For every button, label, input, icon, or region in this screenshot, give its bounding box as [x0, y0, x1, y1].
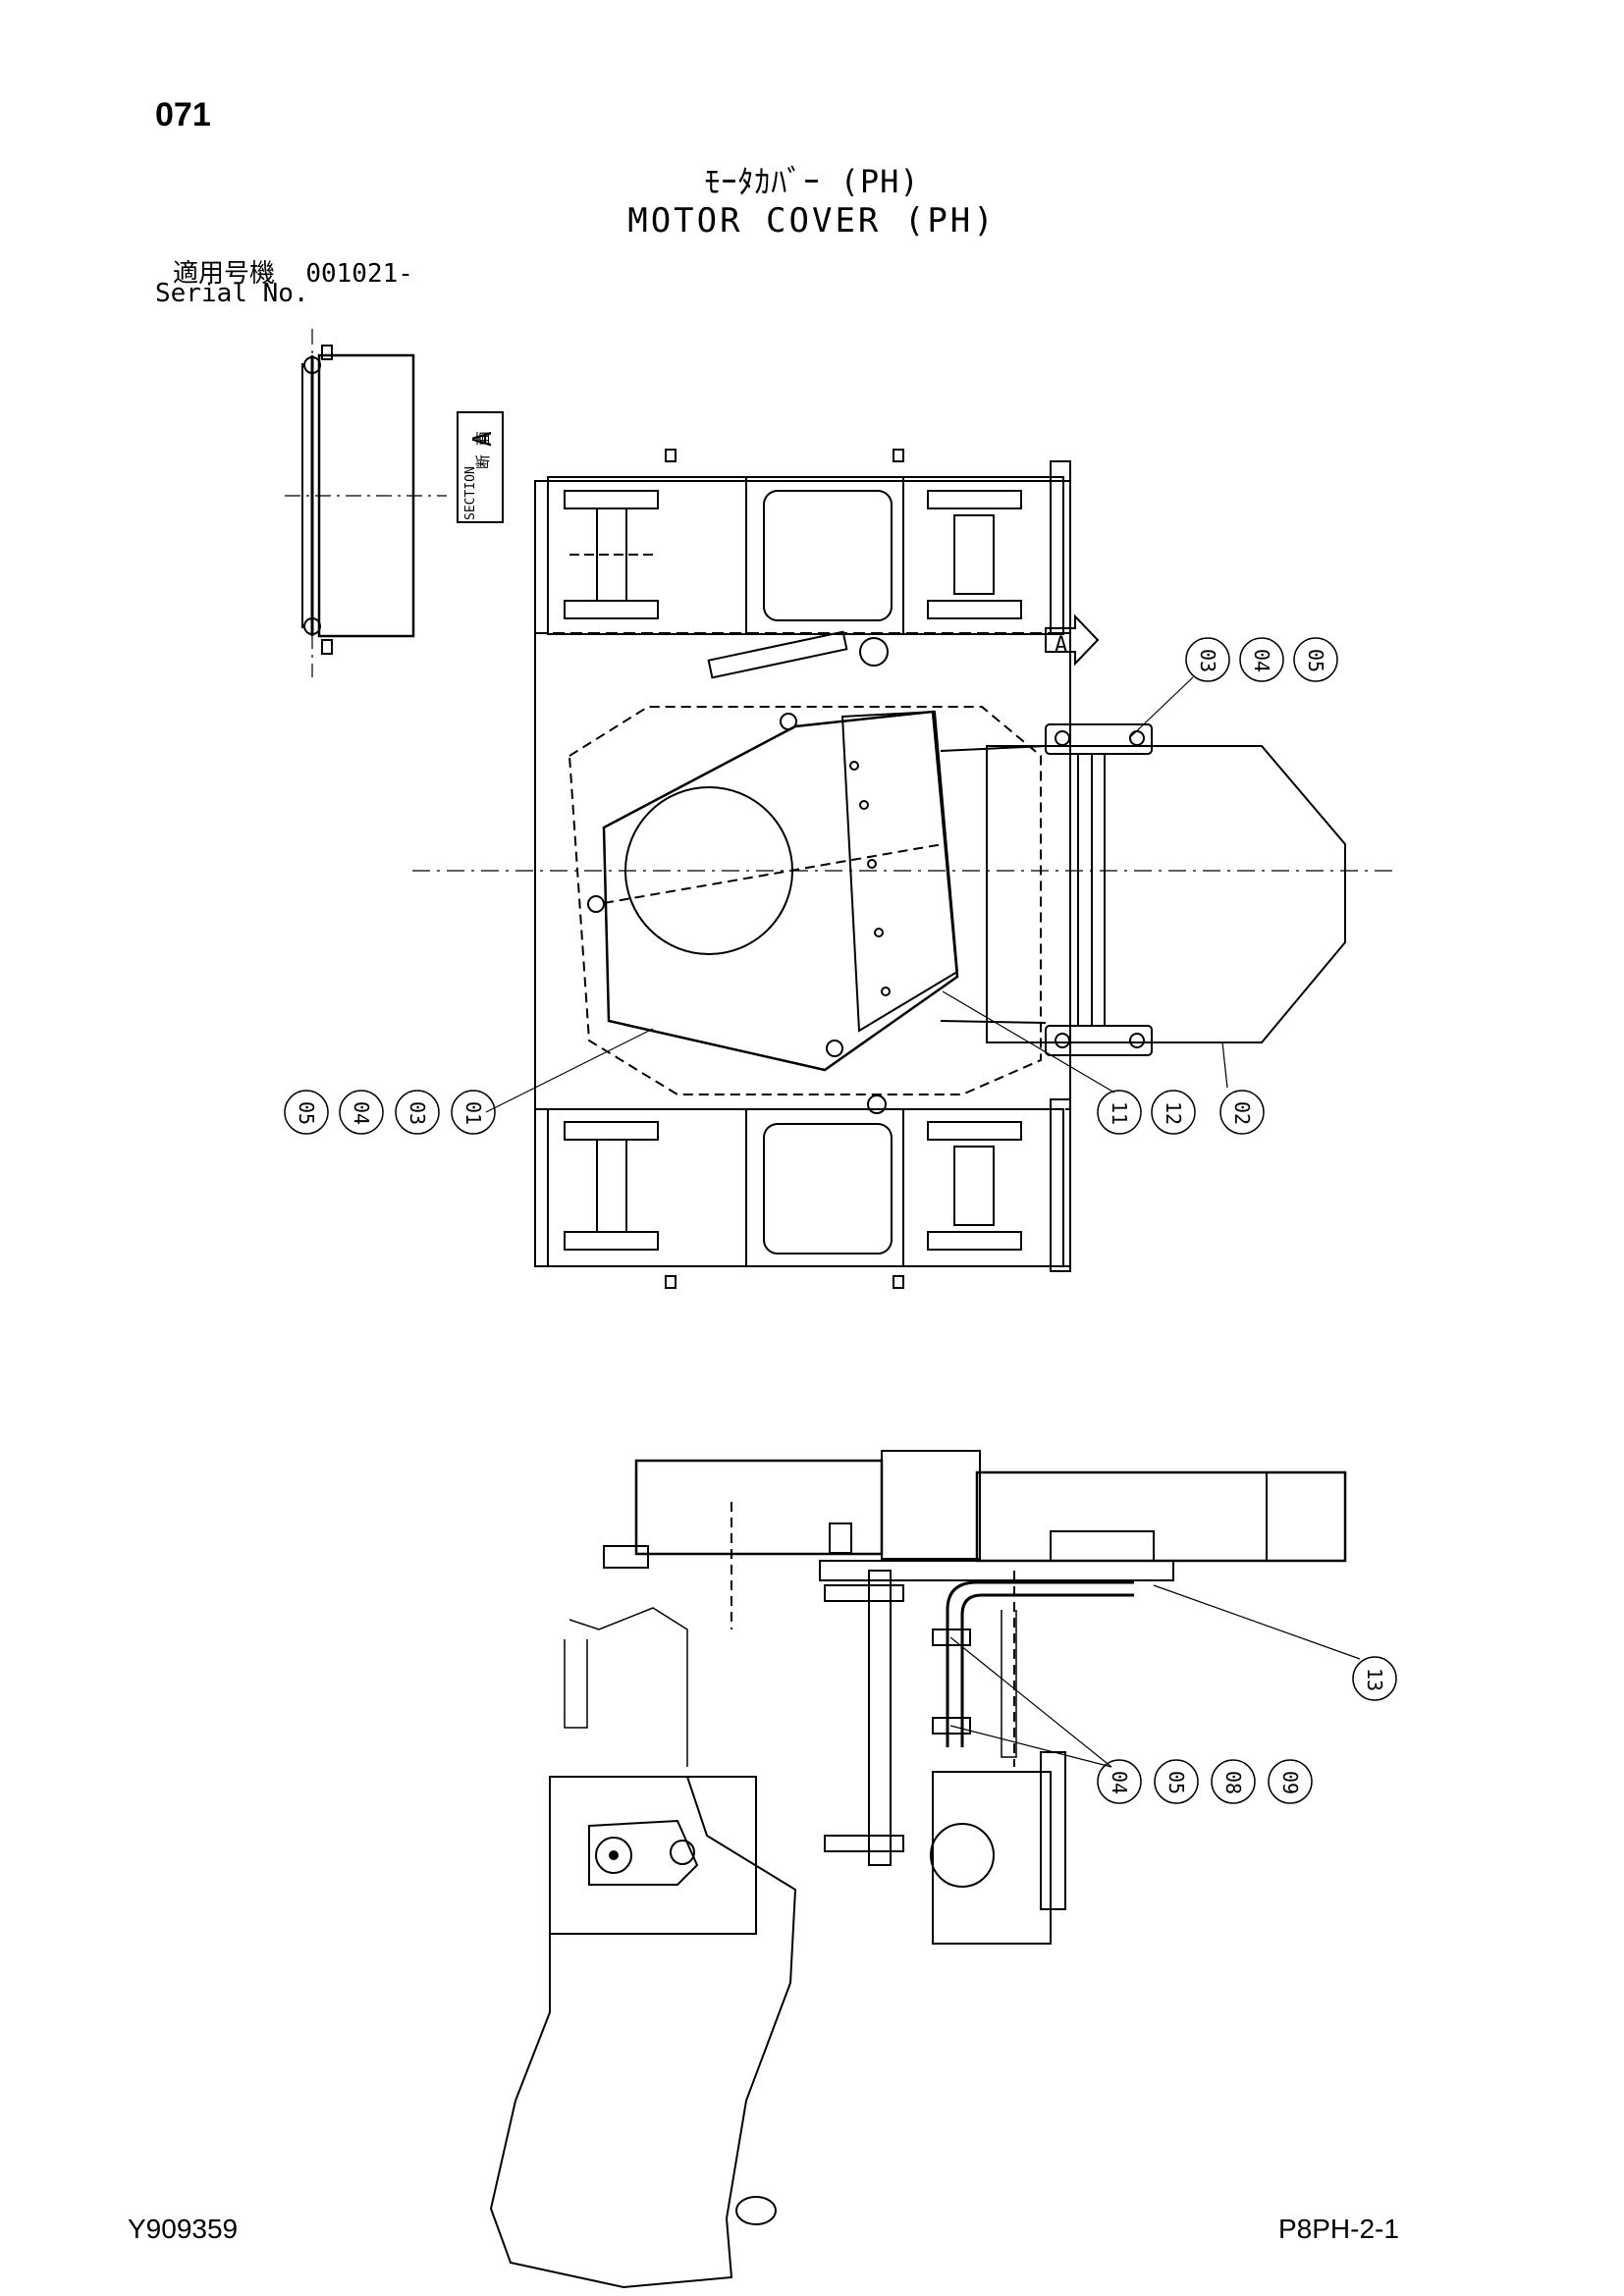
serial-label-jp: 適用号機: [173, 259, 276, 289]
top-view: A: [412, 449, 1394, 1289]
callout-03: 03: [1196, 649, 1219, 672]
title-japanese: ﾓｰﾀｶﾊﾞｰ (PH): [704, 163, 920, 200]
page-number: 071: [155, 96, 211, 133]
section-label-jp: 断 面: [474, 431, 492, 469]
callout-05: 05: [295, 1101, 318, 1125]
callout-08: 08: [1221, 1771, 1245, 1794]
section-label-en: SECTION: [463, 466, 478, 520]
callout-bubbles: 03 04 05 05 04 03 01 11 12 02 13 04 05 0…: [284, 637, 1397, 1804]
callout-04: 04: [1108, 1771, 1131, 1794]
callout-05: 05: [1164, 1771, 1188, 1794]
callout-03: 03: [406, 1101, 429, 1125]
side-view: [489, 1450, 1361, 2289]
section-a-detail: [285, 329, 447, 677]
callout-09: 09: [1278, 1771, 1302, 1794]
page-code: P8PH-2-1: [1278, 2214, 1399, 2244]
callout-04: 04: [350, 1101, 373, 1125]
view-arrow-letter: A: [1055, 633, 1067, 658]
callout-02: 02: [1230, 1101, 1254, 1125]
callout-13: 13: [1363, 1668, 1386, 1691]
serial-label-en: Serial No.: [155, 279, 309, 308]
callout-04: 04: [1250, 649, 1273, 672]
callout-12: 12: [1162, 1101, 1185, 1125]
callout-05: 05: [1304, 649, 1327, 672]
serial-row: 適用号機 001021-: [173, 253, 413, 290]
callout-11: 11: [1108, 1101, 1131, 1125]
drawing-code: Y909359: [128, 2214, 239, 2244]
title-english: MOTOR COVER (PH): [627, 201, 997, 240]
callout-01: 01: [461, 1101, 485, 1125]
serial-value: 001021-: [305, 259, 413, 289]
section-label-box: 断 面 SECTION A: [457, 411, 504, 523]
section-label-letter: A: [468, 431, 498, 447]
